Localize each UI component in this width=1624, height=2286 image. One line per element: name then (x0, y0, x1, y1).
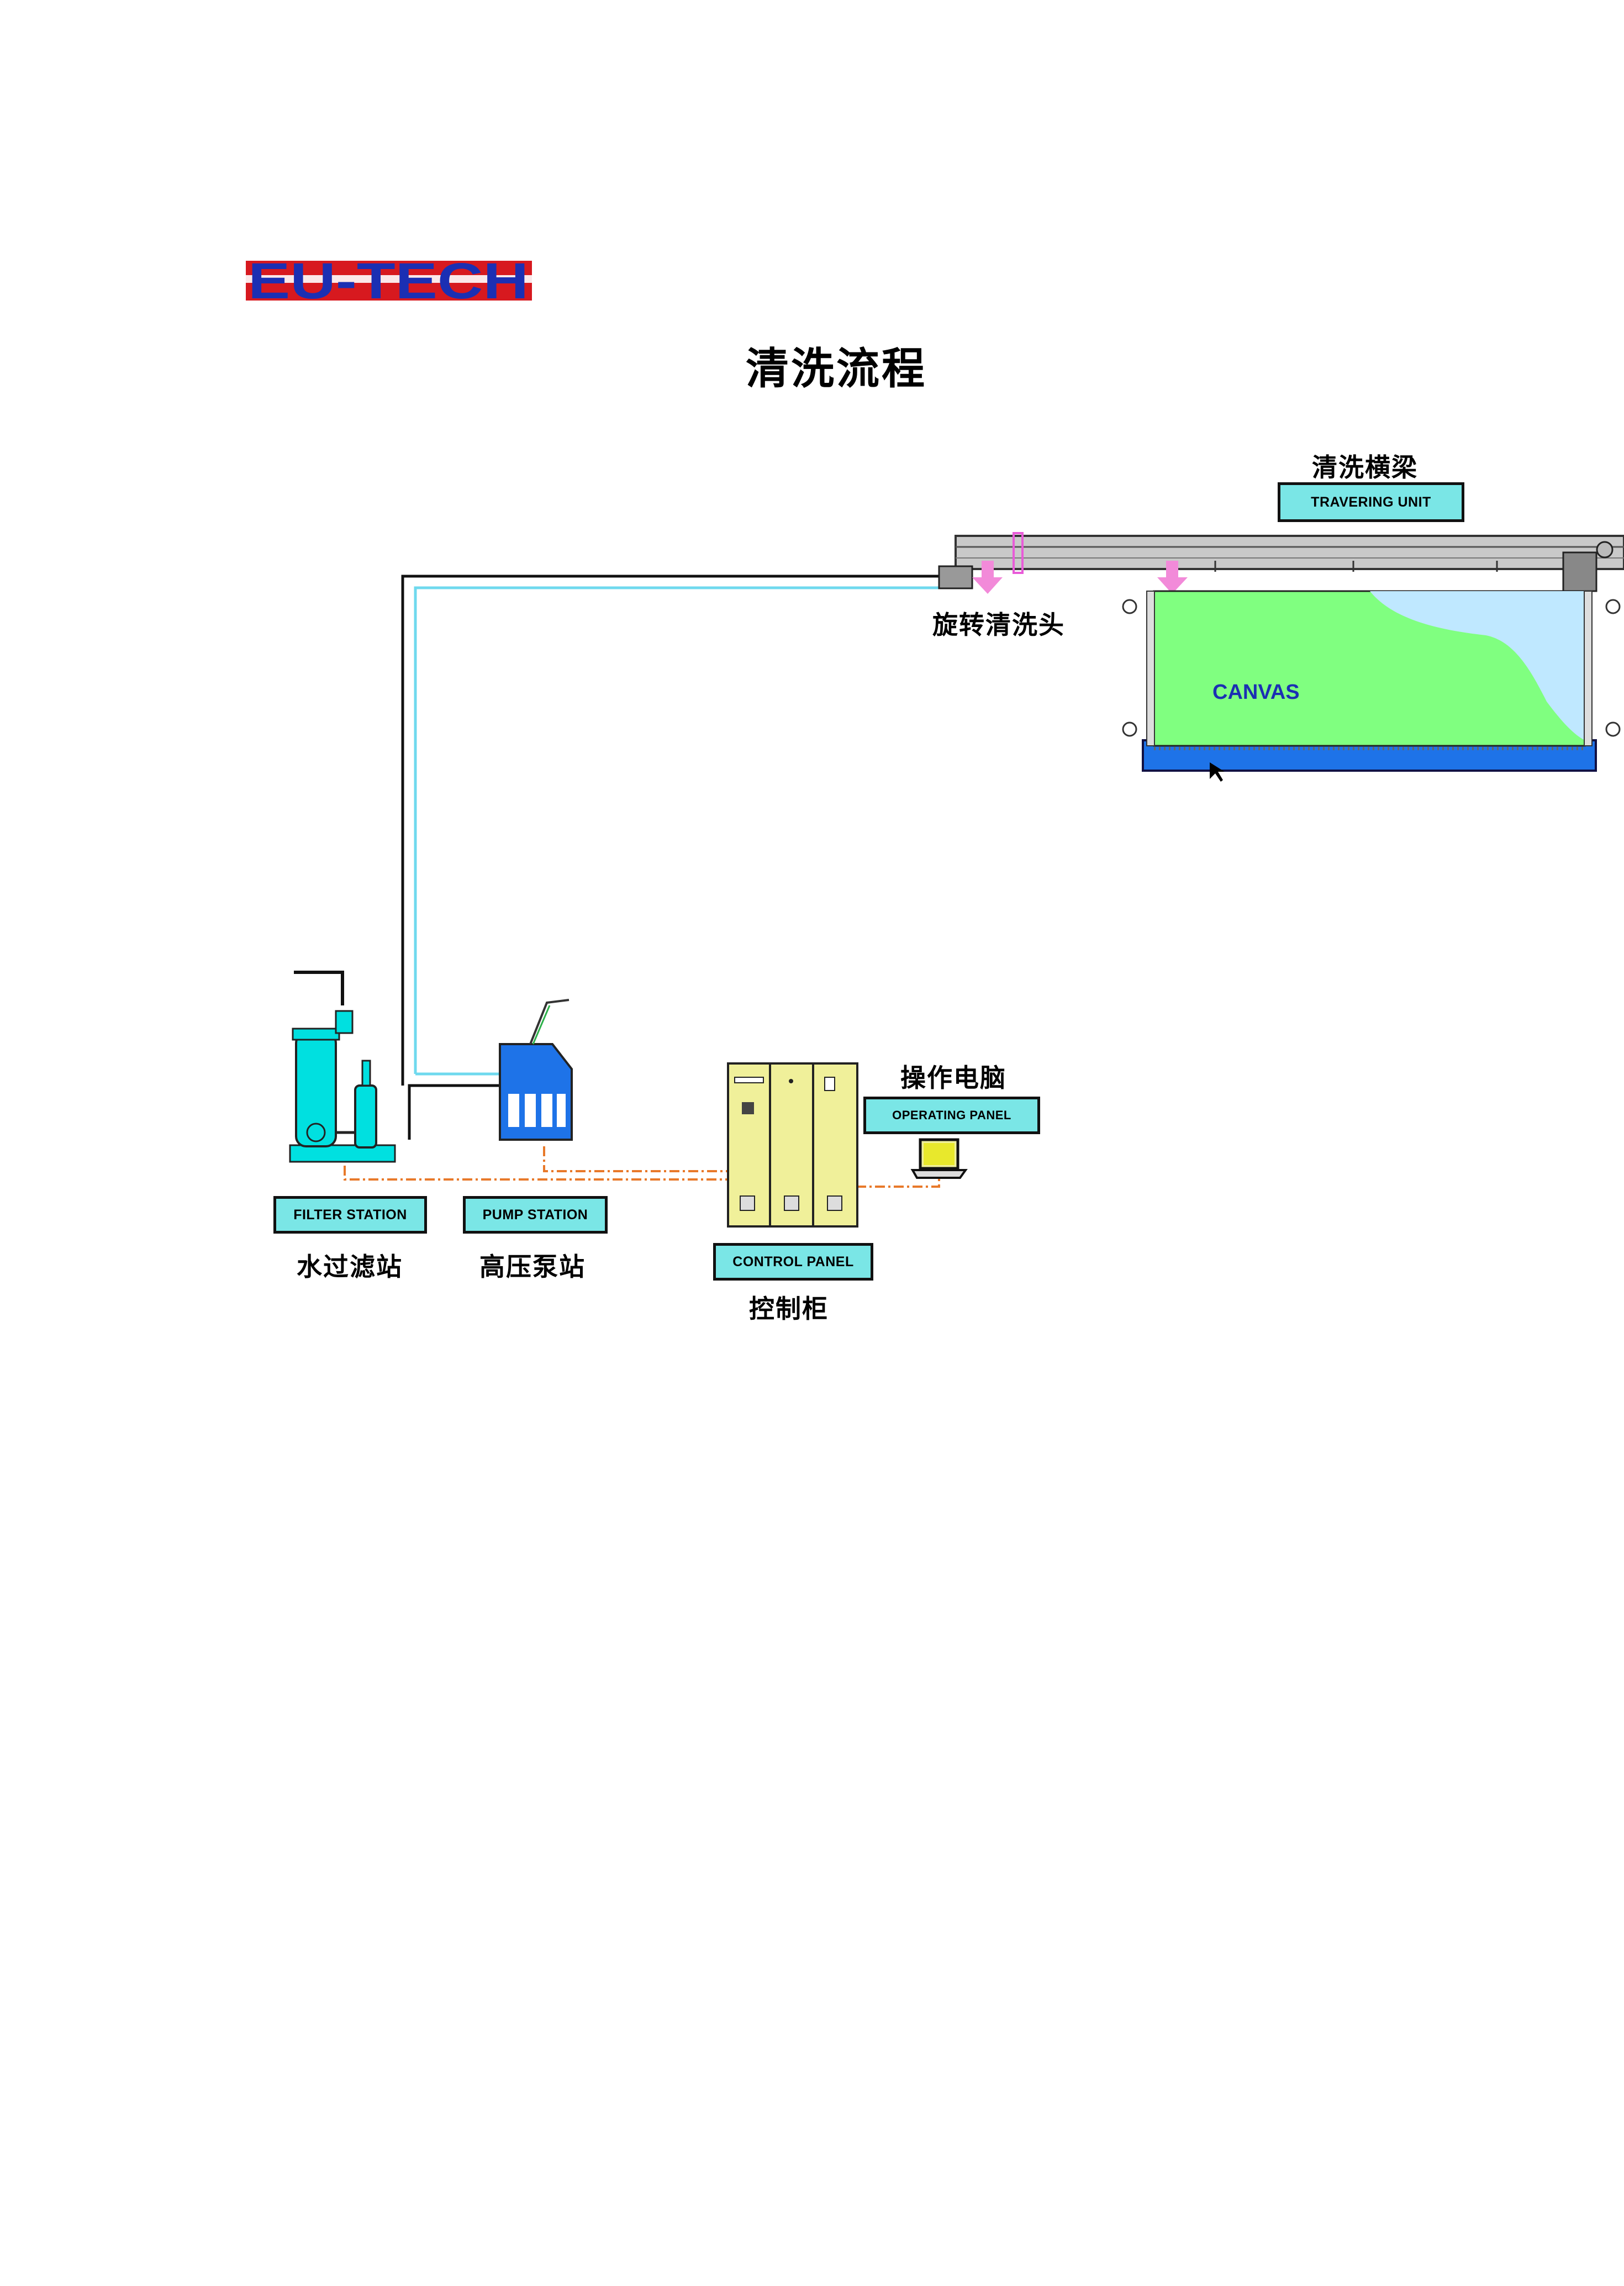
rotating-head-label: 旋转清洗头 (932, 610, 1065, 640)
logo-stripe (246, 275, 532, 283)
signal-lines (344, 1146, 940, 1188)
filter-station-tag: FILTER STATION (273, 1196, 427, 1234)
operating-panel-tag: OPERATING PANEL (863, 1097, 1040, 1134)
control-cabinet-icon (727, 1062, 858, 1228)
control-panel-label: 控制柜 (749, 1294, 829, 1324)
control-panel-tag: CONTROL PANEL (713, 1243, 873, 1281)
rotating-head-icon (972, 561, 1188, 594)
eu-tech-logo: EU-TECH (246, 253, 532, 308)
traversing-unit-label: 清洗横梁 (1312, 452, 1418, 482)
pump-station-tag: PUMP STATION (463, 1196, 608, 1234)
canvas-screen: CANVAS (1122, 590, 1621, 782)
operating-panel-label: 操作电脑 (900, 1063, 1006, 1093)
pump-station-icon (499, 999, 573, 1141)
traversing-unit-tag: TRAVERING UNIT (1278, 482, 1464, 522)
logo-text: EU-TECH (248, 253, 529, 308)
filter-station-icon (289, 1010, 396, 1163)
traversing-beam (938, 532, 1624, 592)
pump-station-label: 高压泵站 (479, 1252, 586, 1282)
canvas-label: CANVAS (1212, 681, 1300, 704)
filter-station-label: 水过滤站 (297, 1252, 403, 1282)
page-title: 清洗流程 (746, 344, 927, 394)
water-pipe-route (294, 575, 939, 1140)
computer-icon (910, 1138, 968, 1179)
